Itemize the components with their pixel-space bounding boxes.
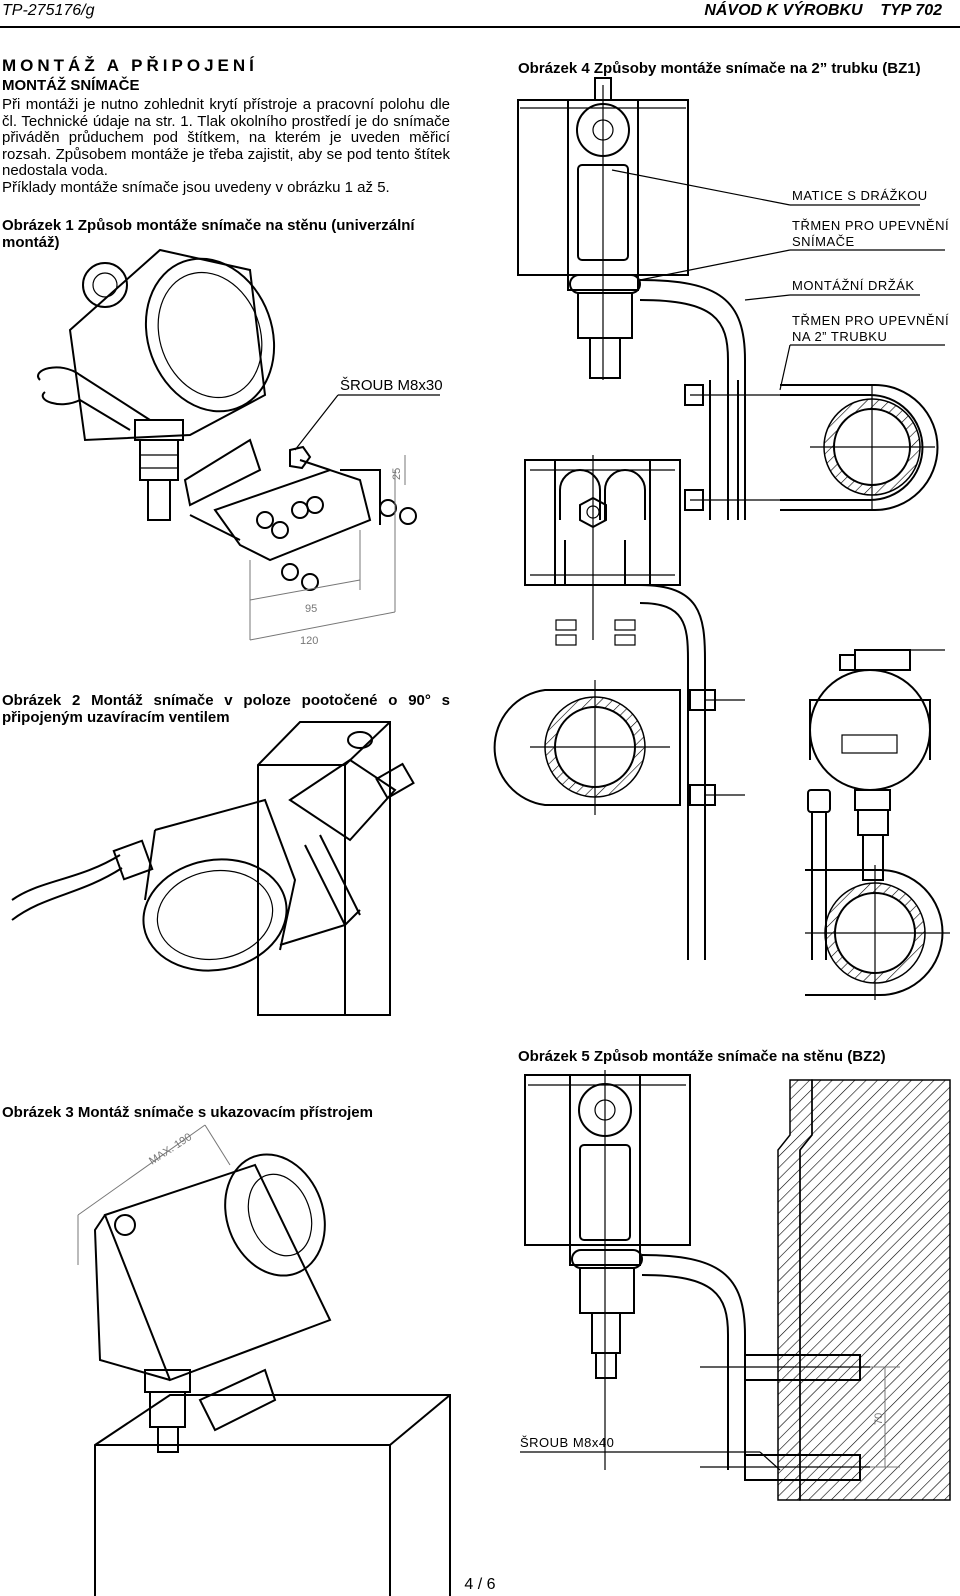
figure-2-drawing [11, 721, 415, 1016]
figure-5-caption: Obrázek 5 Způsob montáže snímače na stěn… [518, 1048, 886, 1065]
figure-1-drawing: 95 120 25 ŠROUB M8x30 [37, 248, 443, 647]
subsection-title: MONTÁŽ SNÍMAČE [2, 77, 140, 94]
fig4-label-bracket-sensor-1: TŘMEN PRO UPEVNĚNÍ [792, 218, 949, 233]
fig4-label-holder: MONTÁŽNÍ DRŽÁK [792, 278, 915, 293]
section-title: MONTÁŽ A PŘIPOJENÍ [2, 56, 258, 75]
fig1-screw-label: ŠROUB M8x30 [340, 377, 443, 394]
fig1-dim-95: 95 [305, 603, 317, 615]
fig4-label-nut: MATICE S DRÁŽKOU [792, 188, 928, 203]
intro-paragraph-2: Příklady montáže snímače jsou uvedeny v … [2, 178, 390, 196]
fig5-dim-70: 70 [873, 1413, 885, 1425]
page-number: 4 / 6 [464, 1576, 496, 1593]
fig1-dim-25: 25 [391, 468, 403, 480]
figure-2-caption: Obrázek 2 Montáž snímače v poloze pootoč… [2, 692, 450, 726]
figure-3-drawing: MAX. 190 [77, 1124, 451, 1596]
figure-4-caption: Obrázek 4 Způsoby montáže snímače na 2” … [518, 60, 921, 77]
fig4-label-bracket-pipe-1: TŘMEN PRO UPEVNĚNÍ [792, 313, 949, 328]
fig1-dim-120: 120 [300, 635, 318, 647]
figure-5-drawing: 70 ŠROUB M8x40 [520, 1070, 951, 1501]
document-title: NÁVOD K VÝROBKU TYP 702 [704, 2, 942, 19]
document-id: TP-275176/g [2, 2, 95, 19]
figure-3-caption: Obrázek 3 Montáž snímače s ukazovacím př… [2, 1104, 373, 1121]
intro-paragraph-1: Při montáži je nutno zohlednit krytí pří… [2, 96, 450, 179]
figure-1-caption: Obrázek 1 Způsob montáže snímače na stěn… [2, 217, 415, 251]
figure-4-drawing: MATICE S DRÁŽKOU TŘMEN PRO UPEVNĚNÍ SNÍM… [493, 77, 950, 1000]
intro-text: Při montáži je nutno zohlednit krytí pří… [2, 96, 450, 196]
fig3-dim-max: MAX. 190 [147, 1131, 194, 1167]
header-rule [0, 26, 960, 28]
fig5-screw-label: ŠROUB M8x40 [520, 1435, 614, 1450]
fig4-label-bracket-sensor-2: SNÍMAČE [792, 234, 855, 249]
fig4-label-bracket-pipe-2: NA 2” TRUBKU [792, 329, 887, 344]
